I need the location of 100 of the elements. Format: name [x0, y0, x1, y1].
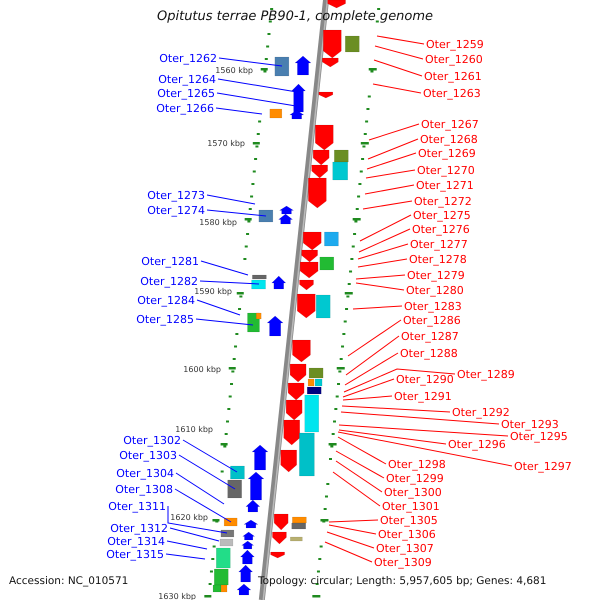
gene-label: Oter_1274 [147, 204, 205, 216]
gene-label: Oter_1302 [123, 434, 181, 446]
scale-label: 1580 kbp [199, 218, 237, 226]
gene-label: Oter_1272 [414, 194, 472, 208]
gene-label: Oter_1297 [514, 460, 572, 472]
leader-line [218, 58, 282, 66]
gene-label: Oter_1285 [136, 312, 194, 326]
gene-label: Oter_1298 [388, 458, 446, 470]
gene-label: Oter_1300 [384, 486, 442, 498]
gene-label: Oter_1296 [448, 438, 506, 450]
leader-line [344, 352, 398, 386]
leader-line [340, 412, 500, 424]
leader-line [362, 200, 412, 210]
leader-line [200, 260, 248, 276]
gene-label: Oter_1292 [452, 406, 510, 418]
gene-label: Oter_1288 [400, 346, 458, 360]
leader-line [174, 488, 232, 522]
gene-label: Oter_1260 [425, 52, 483, 66]
gene-label: Oter_1270 [417, 164, 475, 176]
scale-label: 1570 kbp [207, 138, 245, 148]
gene-label: Oter_1289 [457, 368, 515, 380]
gene-label: Oter_1263 [423, 86, 481, 100]
gene-label: Oter_1267 [421, 118, 479, 130]
leader-line [200, 280, 260, 284]
leader-line [366, 152, 416, 170]
gene-label: Oter_1295 [510, 430, 568, 442]
gene-label: Oter_1271 [416, 178, 474, 192]
gene-label: Oter_1293 [501, 418, 559, 430]
gene-label: Oter_1265 [157, 86, 215, 100]
leader-line [178, 454, 236, 490]
leader-line [336, 460, 382, 492]
gene-label: Oter_1311 [108, 500, 166, 512]
leader-line [170, 528, 220, 542]
gene-label: Oter_1312 [110, 522, 168, 534]
leader-line [338, 430, 446, 444]
leader-line [358, 228, 410, 252]
leader-line [352, 306, 402, 310]
leader-line [358, 244, 408, 260]
leader-line [376, 36, 424, 44]
scale-label: 1610 kbp [175, 424, 213, 434]
leader-line [368, 124, 420, 140]
gene-label: Oter_1314 [107, 534, 165, 548]
leader-line [328, 524, 376, 534]
leader-line [374, 60, 422, 76]
gene-label: Oter_1276 [412, 222, 470, 236]
leader-line [324, 542, 372, 562]
leader-line [182, 440, 238, 472]
gene-label: Oter_1291 [394, 390, 452, 402]
gene-label: Oter_1303 [119, 448, 177, 462]
leader-line [336, 450, 384, 478]
leader-line [342, 378, 394, 398]
leader-line [356, 282, 404, 290]
gene-label: Oter_1278 [409, 252, 467, 266]
leader-line [346, 336, 400, 376]
scale-label: 1590 kbp [194, 286, 232, 296]
leader-line [326, 532, 374, 548]
leader-line [328, 520, 378, 522]
gene-label: Oter_1262 [159, 52, 217, 64]
leader-line [374, 46, 424, 60]
gene-label: Oter_1259 [426, 38, 484, 50]
gene-label: Oter_1299 [386, 472, 444, 484]
gene-label: Oter_1290 [396, 372, 454, 386]
gene-label: Oter_1306 [378, 528, 436, 540]
gene-label: Oter_1282 [140, 274, 198, 288]
gene-label: Oter_1307 [376, 542, 434, 554]
gene-label: Oter_1315 [106, 548, 164, 560]
leader-line [196, 300, 240, 316]
gene-label: Oter_1281 [141, 254, 199, 268]
leader-line [344, 368, 456, 392]
info-text: Accession: NC_010571 [9, 575, 128, 588]
leader-line [358, 258, 408, 268]
gene-label: Oter_1287 [401, 330, 459, 342]
gene-label: Oter_1304 [116, 466, 174, 480]
leader-line [364, 184, 414, 194]
gene-label: Oter_1268 [420, 132, 478, 146]
gene-label: Oter_1280 [406, 284, 464, 296]
leader-line [176, 472, 224, 504]
leader-line [360, 214, 412, 242]
gene-label: Oter_1284 [137, 294, 195, 306]
gene-label: Oter_1273 [147, 188, 205, 202]
gene-label: Oter_1269 [418, 146, 476, 160]
gene-label: Oter_1279 [407, 268, 465, 282]
gene-label: Oter_1309 [374, 556, 432, 568]
leader-line [338, 424, 508, 436]
gene-label: Oter_1305 [380, 514, 438, 526]
leader-line [368, 138, 418, 160]
leader-line [166, 540, 208, 550]
leader-line [168, 506, 228, 534]
leader-line [206, 194, 256, 204]
leader-line [366, 170, 416, 178]
title: Opitutus terrae PB90-1, complete genome [157, 10, 434, 23]
leader-line [196, 318, 254, 326]
leader-line [332, 472, 380, 506]
leader-line [348, 320, 402, 356]
leader-line [338, 432, 512, 466]
leader-line [372, 84, 422, 94]
scale-label: 1630 kbp [158, 592, 196, 600]
leader-line [356, 274, 406, 280]
scale-label: 1600 kbp [183, 364, 221, 374]
gene-label: Oter_1266 [156, 102, 214, 114]
